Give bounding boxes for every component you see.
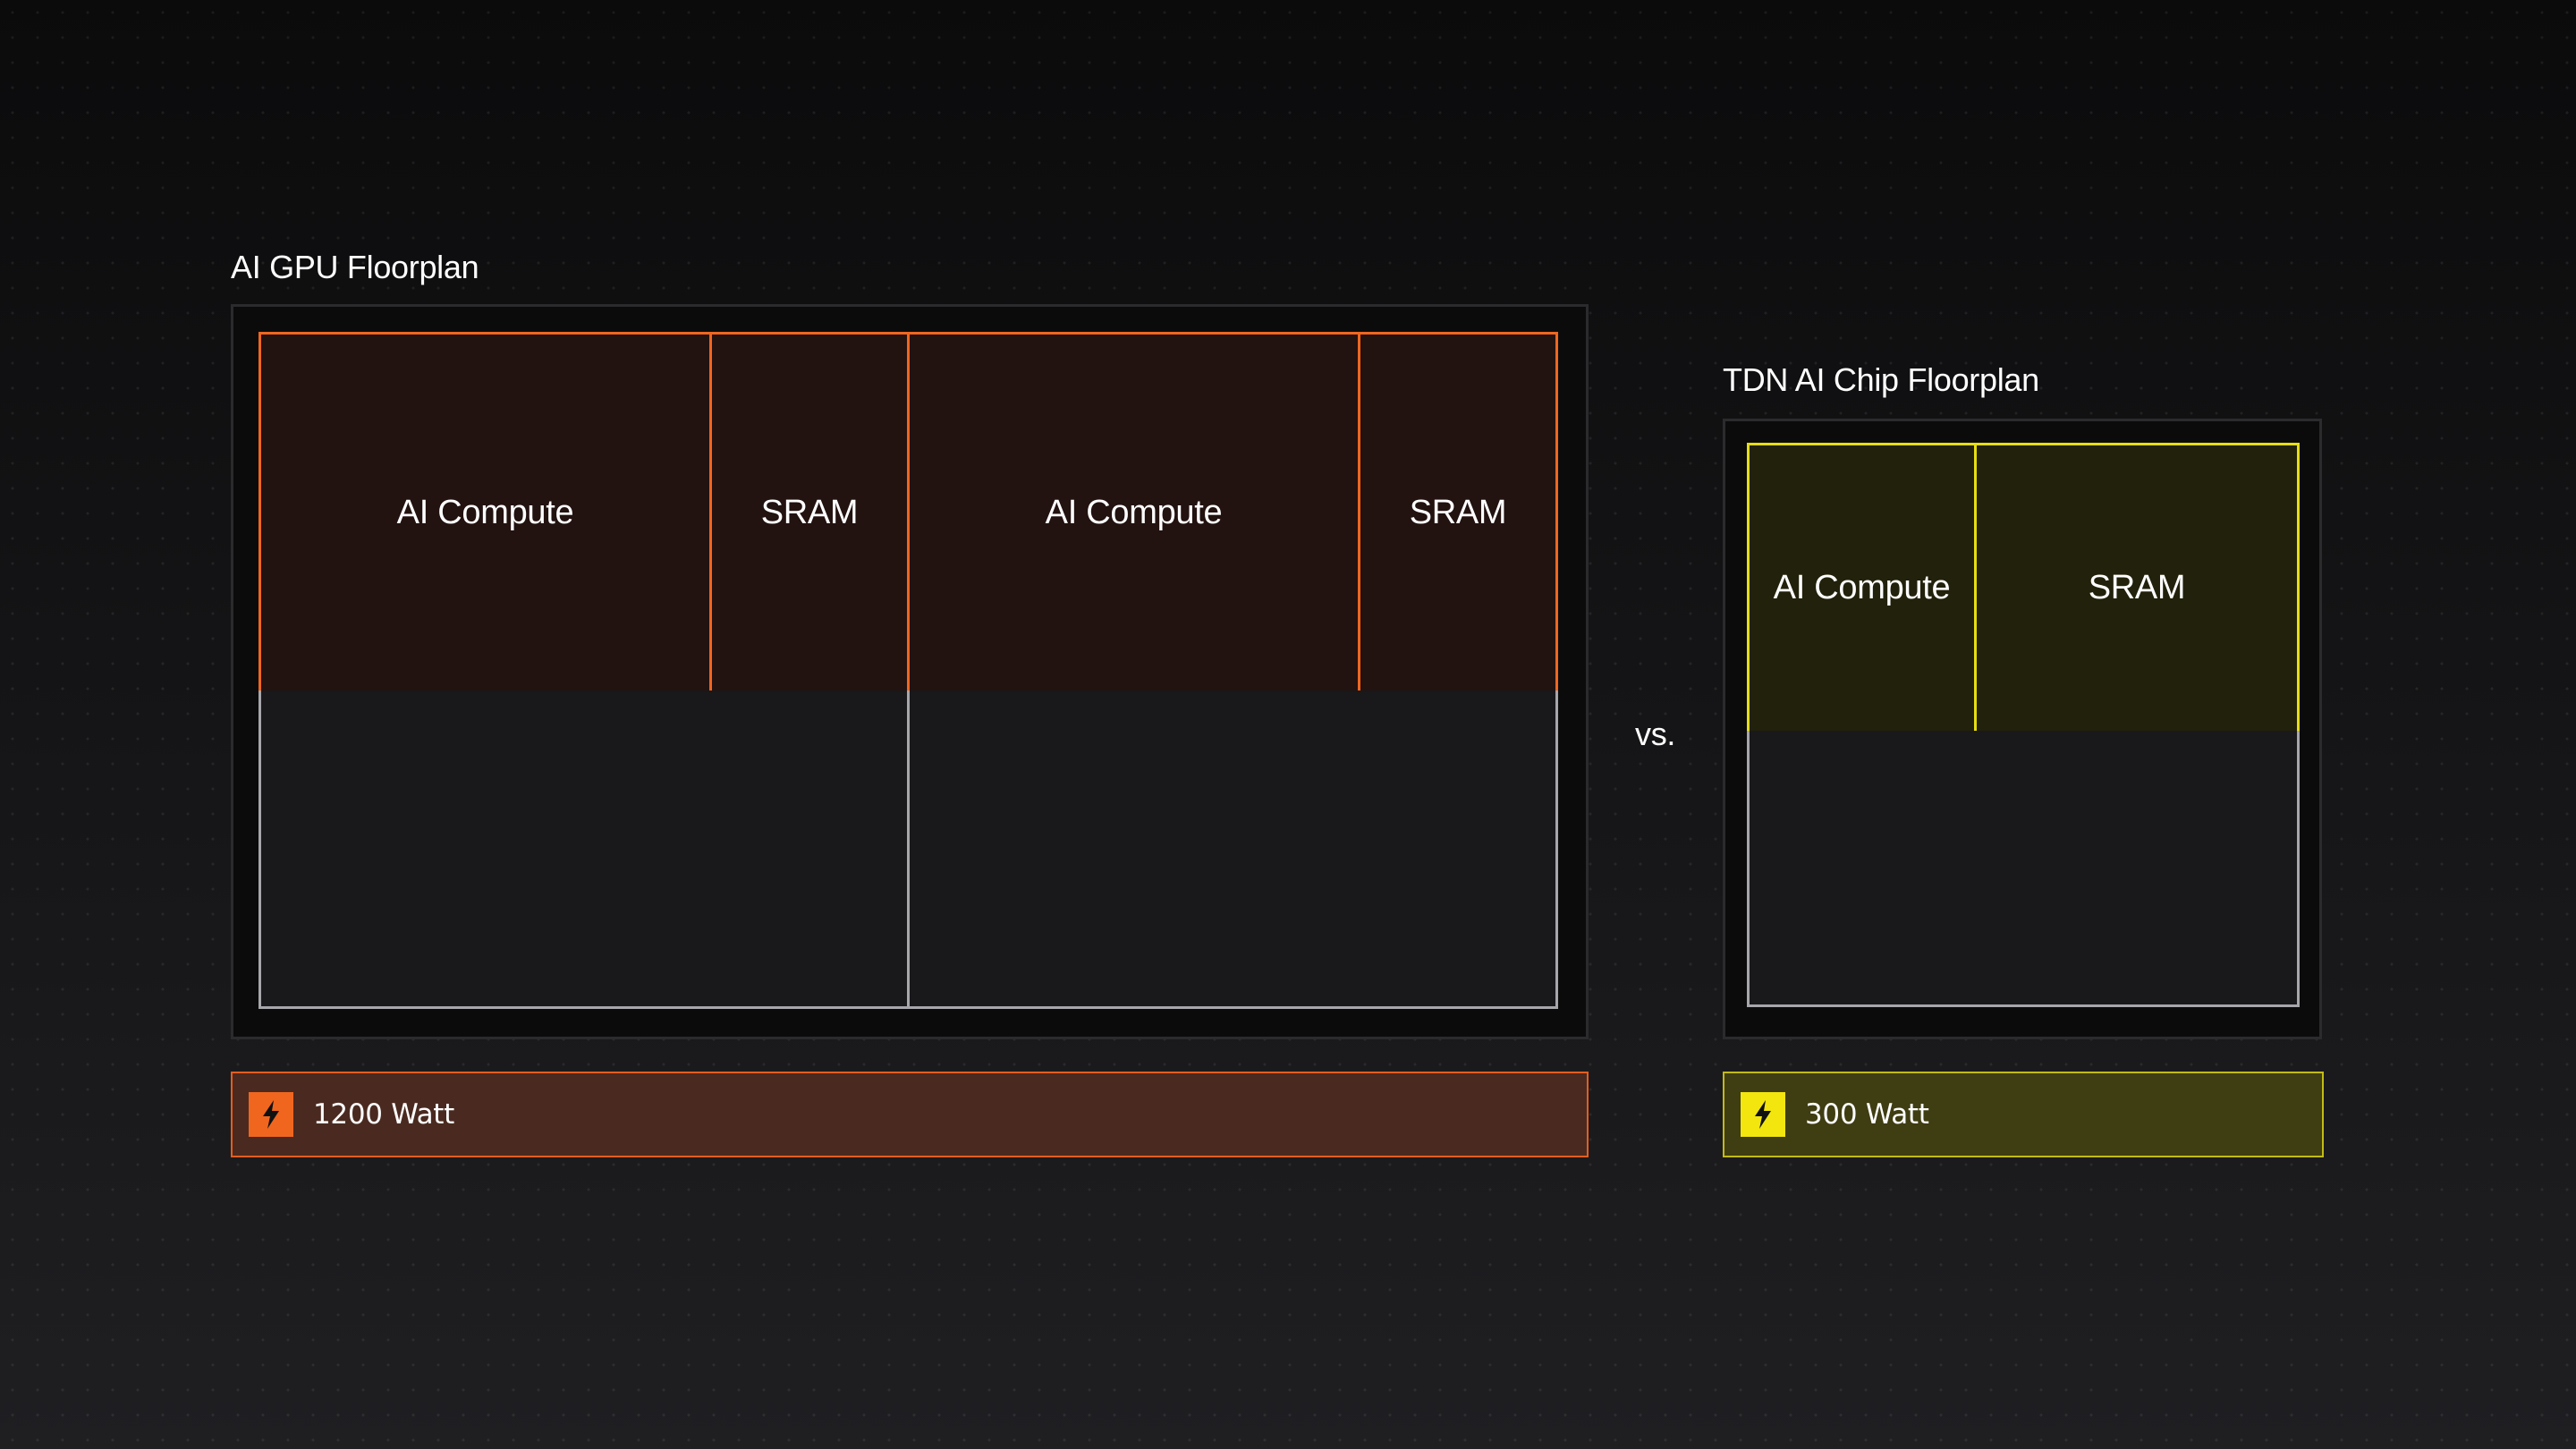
gpu-ai-compute-block-1: AI Compute: [258, 332, 712, 693]
gpu-floorplan-frame: AI Compute SRAM AI Compute SRAM: [231, 304, 1589, 1039]
tdn-floorplan-frame: AI Compute SRAM: [1723, 419, 2322, 1039]
tdn-floorplan-title: TDN AI Chip Floorplan: [1723, 361, 2039, 398]
gpu-lower-block-2: [907, 691, 1558, 1009]
gpu-sram-block-2: SRAM: [1358, 332, 1558, 693]
tdn-lower-block: [1747, 731, 2300, 1007]
gpu-ai-compute-block-2: AI Compute: [907, 332, 1360, 693]
tdn-sram-label: SRAM: [2088, 569, 2186, 606]
tdn-sram-block: SRAM: [1974, 443, 2300, 733]
gpu-lower-block-1: [258, 691, 910, 1009]
gpu-power-bar: 1200 Watt: [231, 1072, 1589, 1157]
tdn-ai-compute-label: AI Compute: [1773, 569, 1951, 606]
gpu-ai-compute-label-1: AI Compute: [396, 493, 574, 531]
gpu-floorplan-title: AI GPU Floorplan: [231, 249, 479, 285]
tdn-power-label: 300 Watt: [1805, 1098, 1929, 1131]
vs-separator: vs.: [1635, 716, 1676, 752]
gpu-power-label: 1200 Watt: [313, 1098, 455, 1131]
lightning-bolt-icon: [1741, 1092, 1785, 1137]
gpu-sram-label-2: SRAM: [1409, 493, 1507, 531]
tdn-ai-compute-block: AI Compute: [1747, 443, 1977, 733]
gpu-ai-compute-label-2: AI Compute: [1045, 493, 1223, 531]
lightning-bolt-icon: [249, 1092, 293, 1137]
gpu-sram-label-1: SRAM: [760, 493, 859, 531]
tdn-power-bar: 300 Watt: [1723, 1072, 2324, 1157]
gpu-sram-block-1: SRAM: [709, 332, 910, 693]
